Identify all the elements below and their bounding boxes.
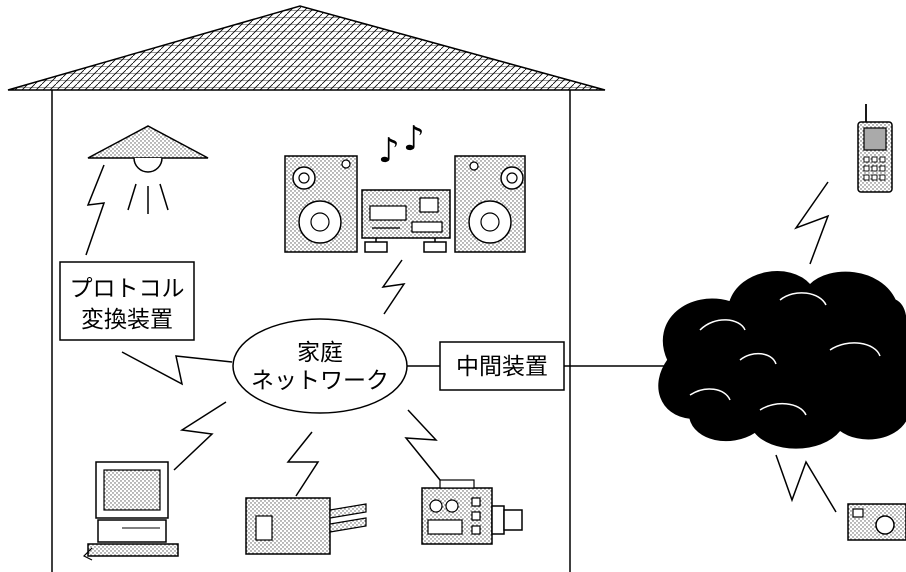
stereo-system-icon [284, 155, 526, 253]
converter-label-line2: 変換装置 [81, 307, 173, 333]
wireless-link-fax [286, 431, 320, 497]
cloud-network-icon [658, 271, 906, 449]
converter-label-line1: プロトコル [70, 276, 185, 302]
ceiling-lamp-icon [87, 125, 209, 214]
mobile-phone-icon [857, 104, 893, 193]
wireless-link-converter [121, 351, 233, 386]
gateway-label: 中間装置 [456, 354, 548, 380]
svg-text:♪: ♪ [403, 119, 425, 159]
wireless-link-mobile [794, 181, 830, 265]
house [7, 5, 606, 572]
desktop-computer-icon [82, 461, 179, 561]
wireless-link-remote-camera [775, 454, 837, 513]
wireless-link-lamp [85, 164, 106, 256]
wireless-link-stereo [381, 259, 406, 315]
svg-text:♪: ♪ [378, 131, 400, 171]
fax-machine-icon [245, 497, 367, 555]
music-notes-icon: ♪ ♪ [378, 119, 425, 171]
wireless-link-camcorder [404, 409, 441, 481]
house-roof [7, 5, 606, 91]
camera-icon [847, 503, 906, 541]
gateway-box: 中間装置 [439, 341, 565, 391]
protocol-converter-box: プロトコル 変換装置 [59, 261, 195, 341]
wireless-link-computer [173, 401, 227, 471]
network-label-line1: 家庭 [297, 340, 343, 366]
home-network-node: 家庭 ネットワーク [232, 318, 408, 414]
video-camera-icon [421, 479, 523, 545]
network-label-line2: ネットワーク [251, 368, 389, 394]
